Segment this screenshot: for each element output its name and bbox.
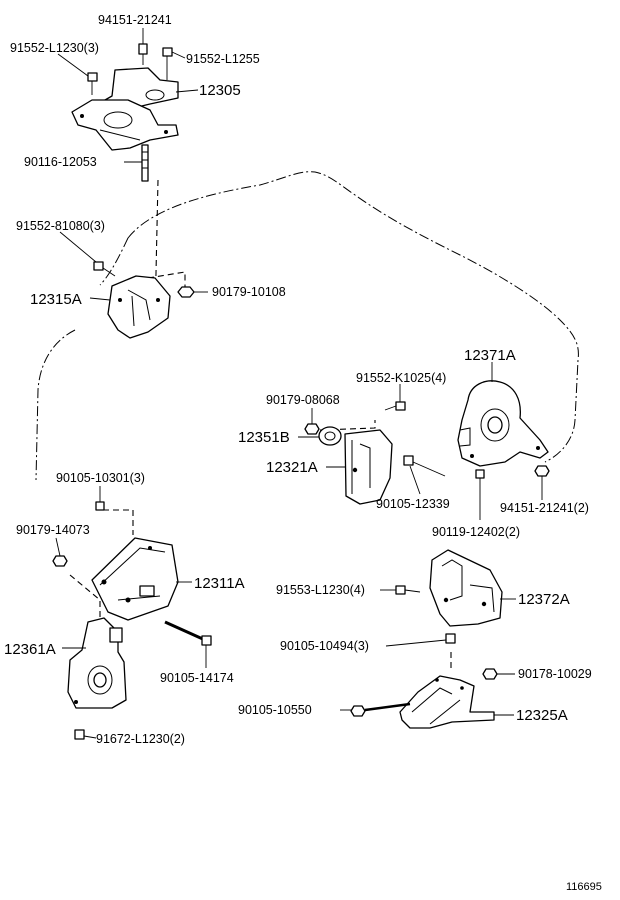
label-90105-12339: 90105-12339 (376, 497, 450, 511)
assembly-line-12351B (319, 420, 376, 431)
label-91552-81080: 91552-81080(3) (16, 219, 105, 233)
label-91552-L1230: 91552-L1230(3) (10, 41, 99, 55)
label-90179-08068: 90179-08068 (266, 393, 340, 407)
part-12315A-bracket (107, 275, 171, 339)
nut-90179-10108 (177, 286, 195, 298)
part-12325A-bracket (399, 675, 495, 729)
leader-12305 (175, 89, 199, 93)
bolt-91552-81080 (93, 261, 116, 277)
label-12372A: 12372A (518, 591, 570, 608)
label-94151-21241-right: 94151-21241(2) (500, 501, 589, 515)
label-12305: 12305 (199, 82, 241, 99)
nut-90179-14073 (52, 555, 68, 567)
label-90105-14174: 90105-14174 (160, 671, 234, 685)
nut-94151-right (534, 465, 550, 477)
label-12325A: 12325A (516, 707, 568, 724)
label-90105-10494: 90105-10494(3) (280, 639, 369, 653)
reference-number: 116695 (566, 881, 602, 893)
bolt-91552-L1230 (87, 72, 98, 95)
nut-90179-08068 (304, 423, 320, 435)
part-12305-mount (71, 67, 179, 151)
label-91552-L1255: 91552-L1255 (186, 52, 260, 66)
leader-91552-81080 (59, 231, 97, 263)
label-90119-12402: 90119-12402(2) (432, 525, 520, 539)
leader-90179-14073 (55, 537, 61, 557)
label-90105-10550: 90105-10550 (238, 703, 312, 717)
label-91553-L1230: 91553-L1230(4) (276, 583, 365, 597)
label-12351B: 12351B (238, 429, 290, 446)
part-12321A-bracket (344, 429, 393, 505)
assembly-line-12311A (103, 509, 134, 535)
label-90179-10108: 90179-10108 (212, 285, 286, 299)
label-91552-K1025: 91552-K1025(4) (356, 371, 446, 385)
bolt-90119-12402 (475, 469, 485, 505)
label-12361A: 12361A (4, 641, 56, 658)
leader-91552-L1255 (171, 51, 186, 59)
bolt-91553-L1230 (395, 585, 421, 595)
bolt-90105-12339 (403, 455, 446, 477)
part-12361A-mount (67, 617, 127, 709)
leader-91552-L1230 (57, 53, 89, 77)
part-12371A-mount (457, 380, 549, 467)
label-91672-L1230: 91672-L1230(2) (96, 732, 185, 746)
nut-90178-10029 (482, 668, 498, 680)
bolt-90105-10301 (95, 501, 105, 511)
assembly-line-top (154, 179, 159, 321)
label-90178-10029: 90178-10029 (518, 667, 592, 681)
label-90105-10301: 90105-10301(3) (56, 471, 145, 485)
bolt-90105-10550 (350, 702, 411, 717)
label-90116-12053: 90116-12053 (24, 155, 97, 169)
leader-90105-10494 (385, 639, 447, 647)
leader-12315A (89, 297, 111, 301)
bolt-90105-10494 (445, 633, 456, 644)
part-12311A-bracket (91, 537, 179, 621)
bolt-91552-K1025 (384, 401, 406, 411)
label-90179-14073: 90179-14073 (16, 523, 90, 537)
label-12371A: 12371A (464, 347, 516, 364)
label-12321A: 12321A (266, 459, 318, 476)
label-12315A: 12315A (30, 291, 82, 308)
engine-outline (35, 171, 579, 481)
bolt-94151-top (138, 43, 148, 65)
stud-90116 (141, 144, 149, 182)
bolt-90105-14174 (164, 620, 212, 646)
leader-90105-12339 (409, 465, 421, 495)
part-12372A-bracket (429, 549, 503, 627)
part-12351B-bushing (318, 426, 342, 446)
bolt-91552-L1255 (162, 47, 173, 80)
assembly-line-right-mount (147, 271, 186, 290)
label-12311A: 12311A (194, 575, 245, 592)
bolt-91672-L1230 (74, 729, 97, 740)
label-94151-21241-top: 94151-21241 (98, 13, 172, 27)
